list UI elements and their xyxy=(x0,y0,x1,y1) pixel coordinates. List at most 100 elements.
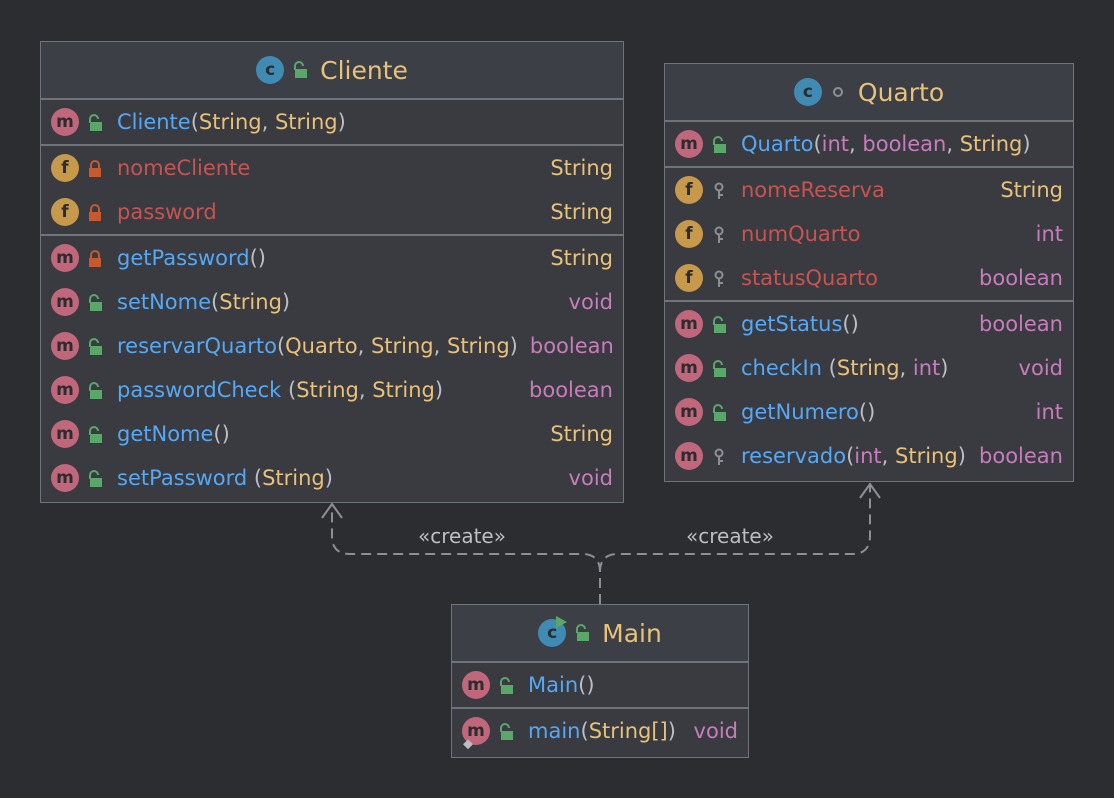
param-paren-open: ( xyxy=(822,356,837,380)
param-type: String xyxy=(370,334,434,358)
param-separator: , xyxy=(881,444,896,468)
method-icon: m xyxy=(51,376,79,404)
method-name: reservarQuarto xyxy=(117,334,277,358)
return-type: int xyxy=(1035,400,1063,424)
field-icon: f xyxy=(675,176,703,204)
method-icon: m xyxy=(51,288,79,316)
param-separator: , xyxy=(899,356,913,380)
method-name: reservado xyxy=(741,444,847,468)
method-icon: m xyxy=(675,398,703,426)
method-icon: m xyxy=(462,671,490,699)
field-icon: f xyxy=(675,220,703,248)
edge-label-create-quarto: «create» xyxy=(686,524,774,548)
method-name: setPassword xyxy=(117,466,248,490)
param-paren-close: ) xyxy=(257,246,266,270)
method-name: main xyxy=(528,719,581,743)
param-paren-close: ) xyxy=(337,110,346,134)
param-type: String xyxy=(198,110,262,134)
method-icon: m xyxy=(675,442,703,470)
param-paren-open: ( xyxy=(858,400,868,424)
param-paren-open: ( xyxy=(846,444,855,468)
param-paren-open: ( xyxy=(190,110,199,134)
param-separator: , xyxy=(849,132,863,156)
public-lock-icon xyxy=(87,381,103,399)
param-paren-close: ) xyxy=(434,378,444,402)
param-type: String xyxy=(836,356,900,380)
method-name: getNumero xyxy=(741,400,859,424)
return-type: String xyxy=(550,246,613,270)
edge-main-to-quarto xyxy=(599,484,871,573)
class-title: Quarto xyxy=(857,77,945,107)
param-type: String xyxy=(296,378,359,402)
public-lock-icon xyxy=(711,315,727,333)
method-name: getPassword xyxy=(117,246,250,270)
method-name: setNome xyxy=(117,290,212,314)
param-type: int xyxy=(912,356,941,380)
param-paren-close: ) xyxy=(281,290,291,314)
method-name: passwordCheck xyxy=(117,378,282,402)
return-type: void xyxy=(693,719,738,743)
param-paren-close: ) xyxy=(957,444,966,468)
arrowhead-cliente xyxy=(321,502,343,519)
public-lock-icon xyxy=(87,469,103,487)
private-lock-icon xyxy=(87,249,103,267)
return-type: String xyxy=(550,200,613,224)
return-type: String xyxy=(550,156,613,180)
return-type: boolean xyxy=(529,378,613,402)
arrowhead-quarto xyxy=(859,482,881,499)
method-icon: m xyxy=(51,244,79,272)
public-lock-icon xyxy=(498,722,514,740)
package-key-icon xyxy=(711,447,727,465)
public-lock-icon xyxy=(87,425,103,443)
static-marker-icon xyxy=(463,739,473,750)
field-name: password xyxy=(117,200,217,224)
field-name: nomeReserva xyxy=(741,178,885,202)
public-lock-icon xyxy=(87,337,103,355)
field-icon: f xyxy=(51,154,79,182)
method-icon: m xyxy=(675,130,703,158)
return-type: boolean xyxy=(529,334,614,358)
method-name: Main xyxy=(528,673,579,697)
param-paren-close: ) xyxy=(324,466,333,490)
param-paren-open: ( xyxy=(578,673,587,697)
param-paren-open: ( xyxy=(281,378,297,402)
public-lock-icon xyxy=(87,113,103,131)
return-type: void xyxy=(1018,356,1063,380)
param-separator: , xyxy=(261,110,275,134)
param-type: String xyxy=(895,444,958,468)
field-name: numQuarto xyxy=(741,222,861,246)
return-type: boolean xyxy=(979,312,1063,336)
param-type: String xyxy=(372,378,435,402)
